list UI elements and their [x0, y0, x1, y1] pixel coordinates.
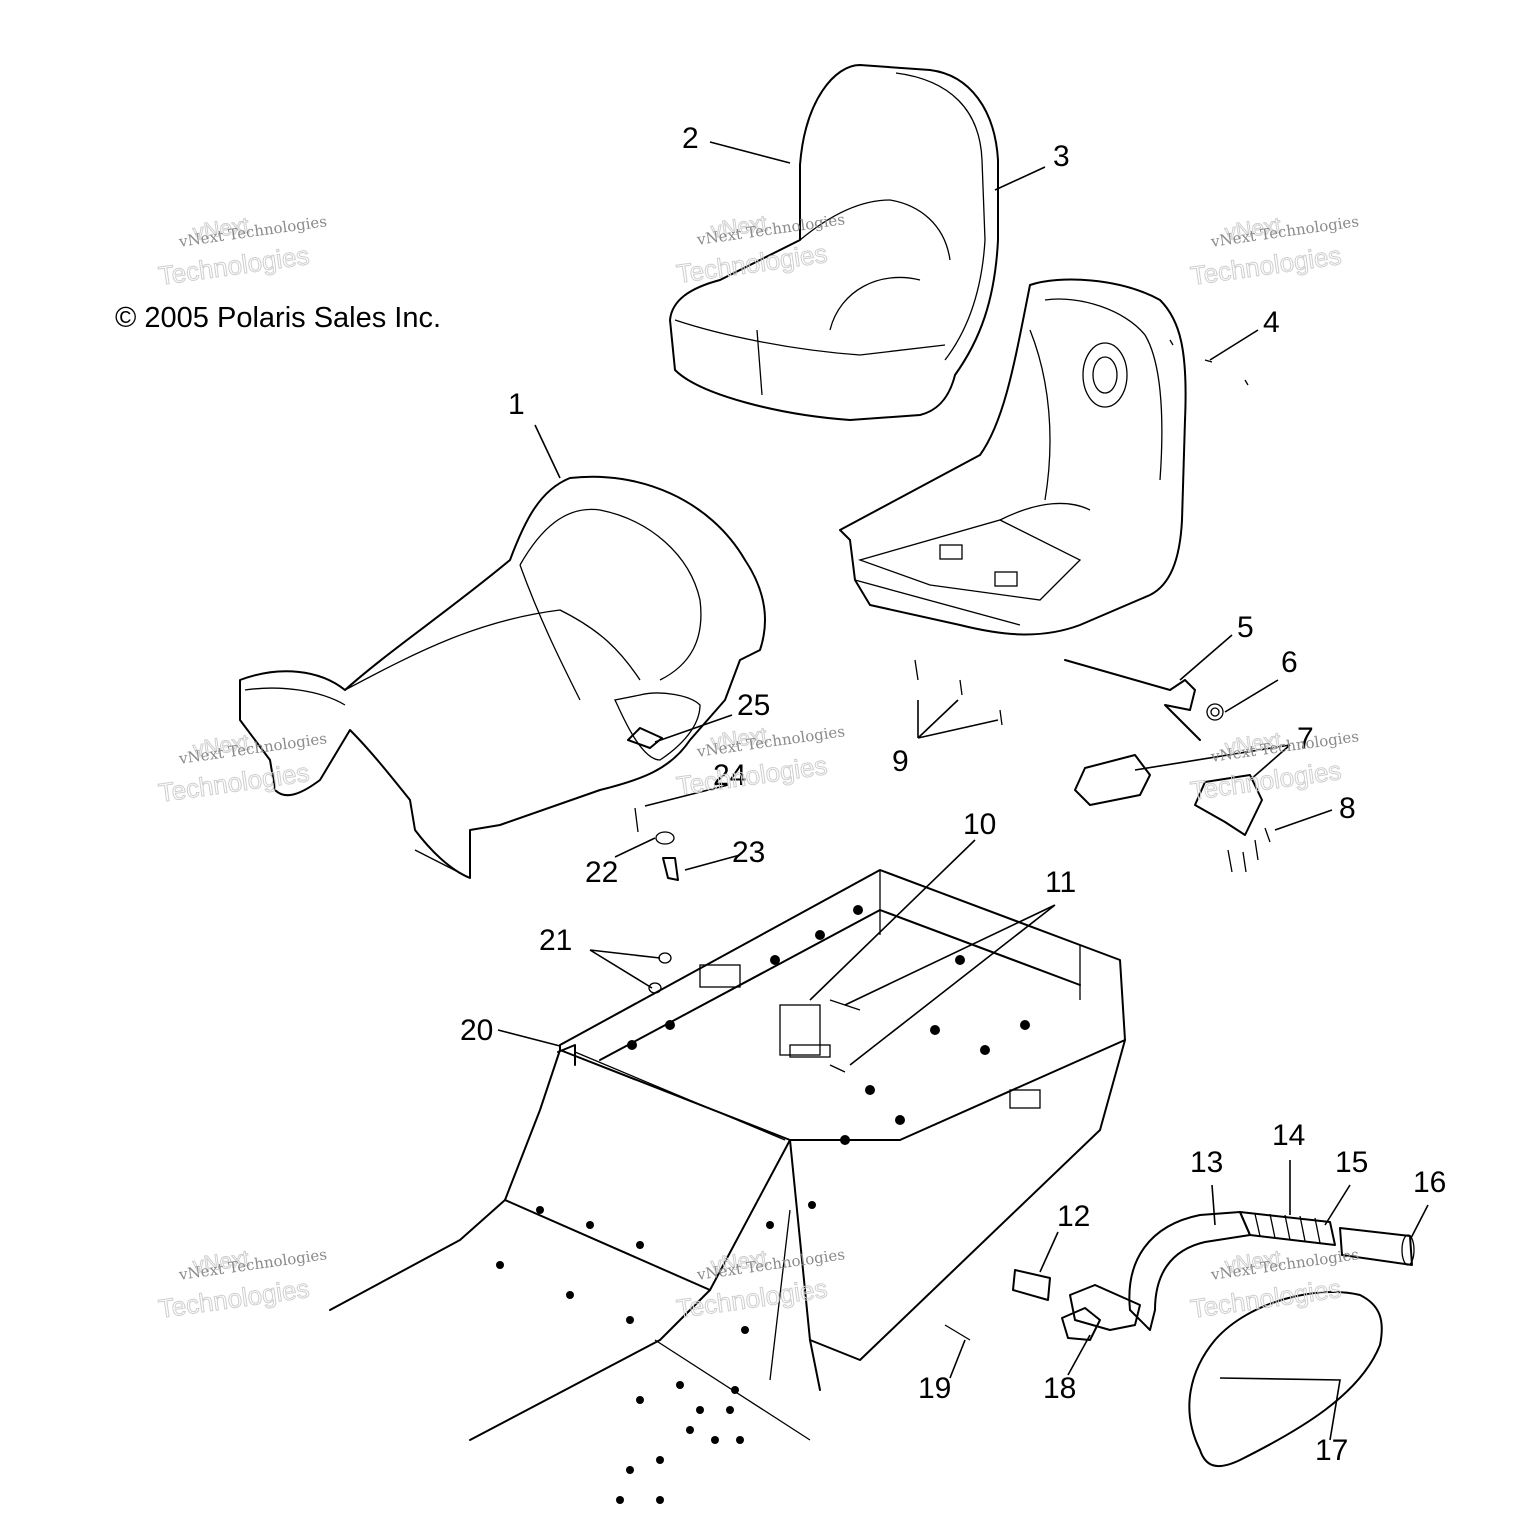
callout-8: 8: [1339, 792, 1356, 825]
callout-20: 20: [460, 1014, 493, 1047]
callout-1: 1: [508, 388, 525, 421]
leader-lines: [497, 141, 1429, 1441]
watermark-top-center: vNext vNext Technologies Technologies: [674, 210, 846, 290]
callout-7: 7: [1297, 722, 1314, 755]
callout-2: 2: [682, 122, 699, 155]
main-seat-part: [239, 475, 766, 879]
seat-cushion-part: [669, 64, 999, 421]
watermark-mid-center: vNext vNext Technologies Technologies: [674, 722, 846, 802]
callout-15: 15: [1335, 1146, 1368, 1179]
watermark-bottom-center: vNext vNext Technologies Technologies: [674, 1245, 846, 1325]
callout-14: 14: [1272, 1119, 1305, 1152]
callout-4: 4: [1263, 306, 1280, 339]
watermark-top-right: vNext vNext Technologies Technologies: [1188, 212, 1360, 292]
callout-13: 13: [1190, 1146, 1223, 1179]
watermark-mid-right: vNext vNext Technologies Technologies: [1188, 727, 1360, 807]
callout-3: 3: [1053, 140, 1070, 173]
watermark-top-left: vNext vNext Technologies Technologies: [156, 212, 328, 292]
callout-labels: 1 2 3 4 5 6 7 8 9 10 11 12 13 14 15 16 1…: [460, 122, 1446, 1467]
callout-18: 18: [1043, 1372, 1076, 1405]
callout-21: 21: [539, 924, 572, 957]
watermark-mid-left: vNext vNext Technologies Technologies: [156, 729, 328, 809]
callout-25: 25: [737, 689, 770, 722]
chassis-tunnel-part: [329, 869, 1126, 1504]
callout-6: 6: [1281, 646, 1298, 679]
watermark-bottom-left: vNext vNext Technologies Technologies: [156, 1245, 328, 1325]
watermark-bottom-right: vNext vNext Technologies Technologies: [1188, 1245, 1360, 1325]
seat-base-part: [839, 278, 1187, 636]
callout-22: 22: [585, 856, 618, 889]
callout-9: 9: [892, 745, 909, 778]
hardware-parts: [557, 339, 1271, 1073]
callout-19: 19: [918, 1372, 951, 1405]
grab-handle-part: [944, 1211, 1415, 1468]
callout-23: 23: [732, 836, 765, 869]
callout-24: 24: [713, 759, 746, 792]
callout-16: 16: [1413, 1166, 1446, 1199]
callout-11: 11: [1045, 866, 1076, 899]
callout-17: 17: [1315, 1434, 1348, 1467]
callout-5: 5: [1237, 611, 1254, 644]
callout-10: 10: [963, 808, 996, 841]
copyright-text: © 2005 Polaris Sales Inc.: [115, 302, 441, 334]
callout-12: 12: [1057, 1200, 1090, 1233]
